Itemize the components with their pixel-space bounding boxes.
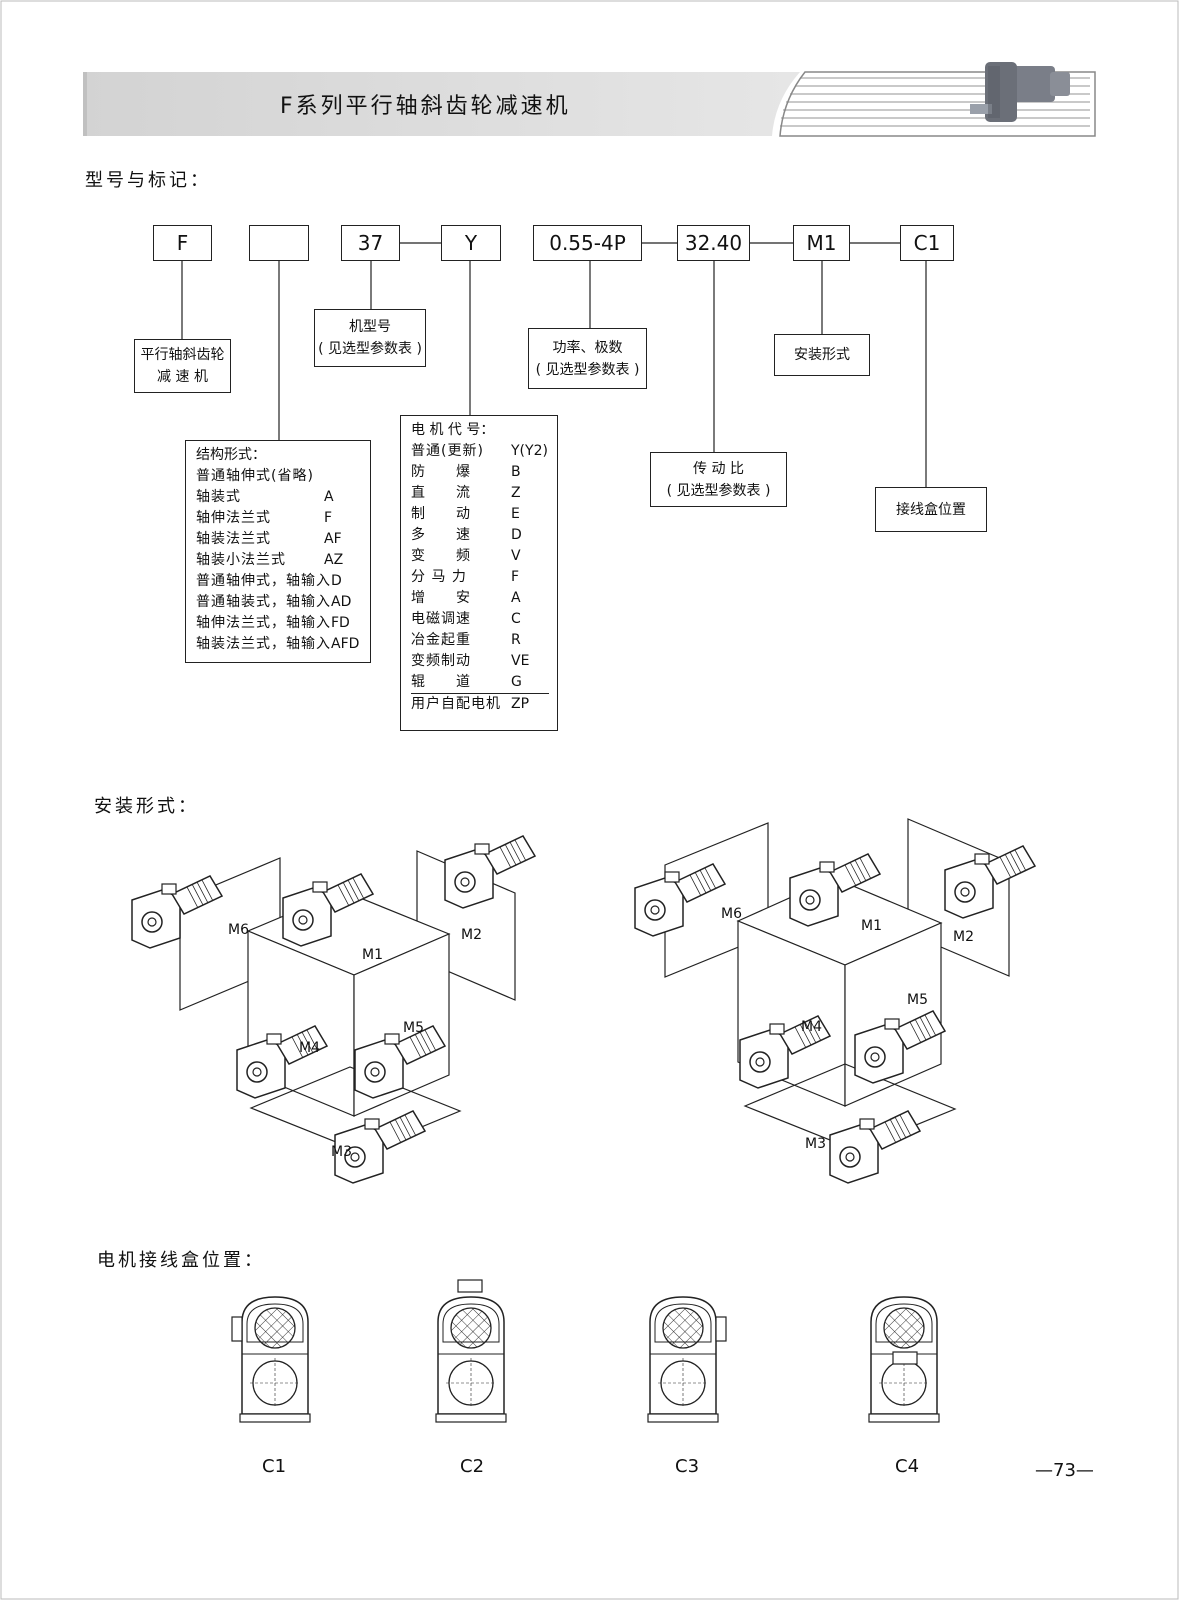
section-mounting-title: 安装形式： (94, 796, 199, 817)
code-box-terminal: C1 (900, 225, 954, 261)
mount-label-left-m6: M6 (228, 922, 249, 938)
mount-label-right-m6: M6 (721, 906, 742, 922)
terminal-label-c3: C3 (675, 1456, 700, 1477)
label-frame: 机型号( 见选型参数表 ) (314, 309, 426, 367)
motor-heading: 电 机 代 号： (411, 422, 495, 438)
page-number: —73— (1035, 1460, 1094, 1481)
code-box-mount: M1 (793, 225, 850, 261)
code-box-type: F (153, 225, 212, 261)
list-item: 普通轴伸式(省略) (196, 468, 314, 484)
mount-label-left-m4: M4 (299, 1040, 320, 1056)
mount-label-right-m3: M3 (805, 1136, 826, 1152)
mount-label-left-m3: M3 (331, 1144, 352, 1160)
label-reducer: 平行轴斜齿轮减 速 机 (134, 339, 231, 393)
code-box-power: 0.55-4P (533, 225, 642, 261)
mount-label-right-m5: M5 (907, 992, 928, 1008)
mount-label-right-m2: M2 (953, 929, 974, 945)
mount-label-left-m1: M1 (362, 947, 383, 963)
structure-heading: 结构形式： (196, 447, 266, 463)
mount-label-right-m4: M4 (801, 1019, 822, 1035)
code-box-frame: 37 (341, 225, 400, 261)
code-box-motor: Y (441, 225, 501, 261)
section-model-title: 型号与标记： (85, 170, 211, 191)
section-terminal-title: 电机接线盒位置： (97, 1250, 265, 1271)
label-mount: 安装形式 (774, 334, 870, 376)
page-title: F系列平行轴斜齿轮减速机 (280, 94, 571, 119)
code-box-ratio: 32.40 (677, 225, 750, 261)
label-power: 功率、极数( 见选型参数表 ) (528, 328, 647, 389)
reducer-photo-icon (970, 62, 1070, 122)
terminal-label-c2: C2 (460, 1456, 485, 1477)
mount-label-left-m2: M2 (461, 927, 482, 943)
terminal-label-c4: C4 (895, 1456, 920, 1477)
label-ratio: 传 动 比( 见选型参数表 ) (650, 452, 787, 507)
terminal-label-c1: C1 (262, 1456, 287, 1477)
mount-label-right-m1: M1 (861, 918, 882, 934)
mount-label-left-m5: M5 (403, 1020, 424, 1036)
label-terminal: 接线盒位置 (875, 487, 987, 532)
code-box-structure (249, 225, 309, 261)
list-item: 普通(更新)Y(Y2) (411, 443, 548, 459)
